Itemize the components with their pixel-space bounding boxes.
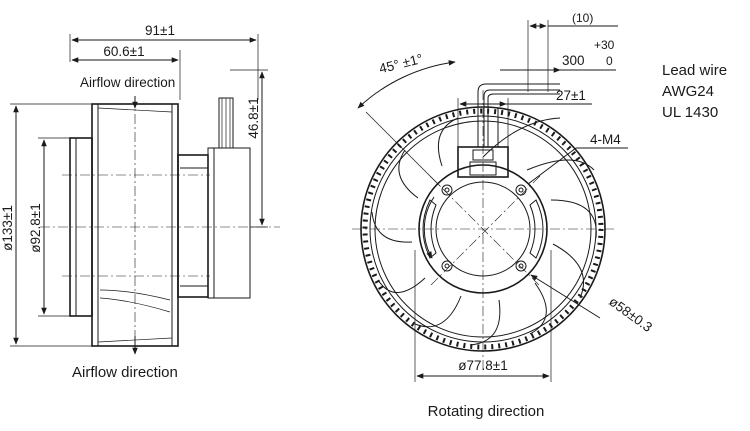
side-view: 91±1 60.6±1 Airflow direction — [0, 23, 280, 381]
lead-wire-line3: UL 1430 — [662, 104, 718, 121]
airflow-label-bottom: Airflow direction — [72, 364, 178, 381]
mounting-holes — [441, 184, 527, 272]
lead-wire-line2: AWG24 — [662, 83, 714, 100]
rotation-arrow — [423, 196, 435, 259]
dim-rotor-width: 60.6±1 — [103, 44, 144, 59]
rotation-label: Rotating direction — [428, 403, 545, 420]
dim-cable-10: (10) — [572, 11, 593, 25]
lead-wire-note: Lead wire AWG24 UL 1430 — [662, 62, 727, 121]
dim-angle: 45° ±1° — [378, 51, 425, 76]
dim-cable-length: 300 — [562, 53, 585, 68]
front-view: 45° ±1° (10) +30 300 0 27±1 4-M4 ø58±0.3… — [352, 11, 655, 420]
dim-overall-width: 91±1 — [145, 23, 175, 38]
dim-bottom-diameter: ø77.8±1 — [458, 358, 507, 373]
dim-outer-diameter: ø133±1 — [0, 205, 15, 251]
dim-mount-spacing: 27±1 — [556, 88, 586, 103]
dim-inlet-diameter: ø92.8±1 — [28, 203, 43, 252]
dim-height-hub: 46.8±1 — [246, 97, 261, 138]
dim-cable-tol-high: +30 — [594, 38, 615, 52]
dim-screws: 4-M4 — [590, 132, 621, 147]
lead-wire-line1: Lead wire — [662, 62, 727, 79]
lead-wire — [477, 83, 560, 147]
dim-hub-diameter: ø58±0.3 — [606, 294, 655, 335]
airflow-label-top: Airflow direction — [80, 75, 175, 90]
dim-cable-tol-low: 0 — [606, 54, 613, 68]
